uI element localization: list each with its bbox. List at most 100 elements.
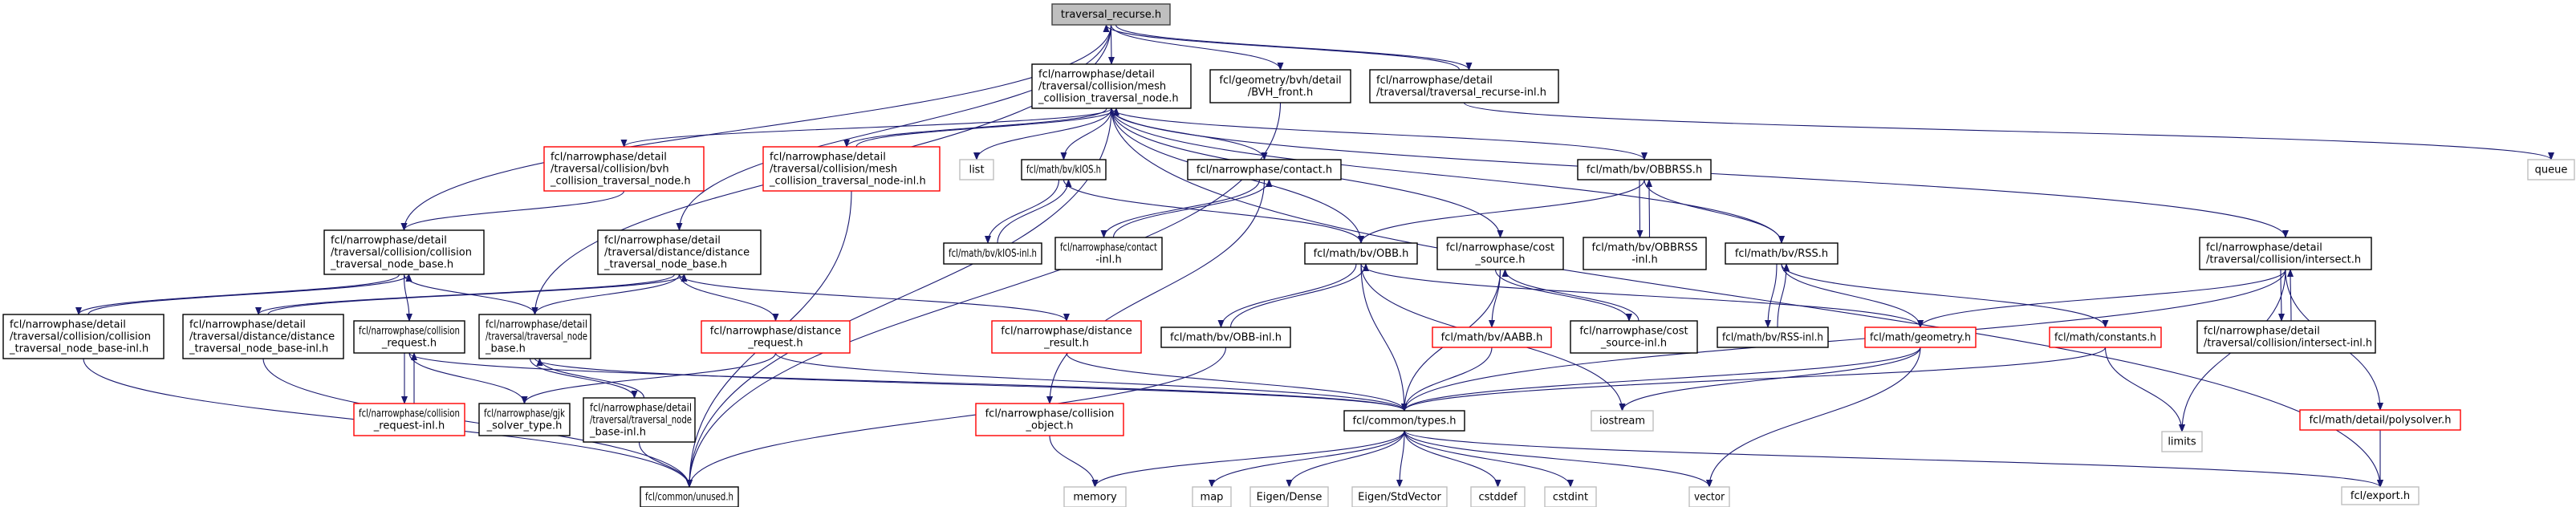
node-label-line: fcl/math/bv/RSS-inl.h xyxy=(1722,332,1823,344)
edge-ctnbinl-to-ctnb xyxy=(87,274,412,315)
graph-node-rss[interactable]: fcl/math/bv/RSS.h xyxy=(1725,242,1839,265)
node-label-line: vector xyxy=(1694,492,1725,504)
node-label-line: /traversal/collision/intersect-inl.h xyxy=(2204,338,2372,350)
node-label-line: list xyxy=(969,164,984,176)
graph-node-tnbinl[interactable]: fcl/narrowphase/detail/traversal/travers… xyxy=(583,397,696,443)
graph-node-obbrssinl[interactable]: fcl/math/bv/OBBRSS-inl.h xyxy=(1583,237,1707,270)
node-label-line: _source.h xyxy=(1474,254,1525,266)
graph-node-dres[interactable]: fcl/narrowphase/distance_result.h xyxy=(991,320,1142,354)
graph-node-kios[interactable]: fcl/math/bv/kIOS.h xyxy=(1021,159,1107,180)
graph-node-constants[interactable]: fcl/math/constants.h xyxy=(2049,327,2162,348)
edge-contactinl-to-contact xyxy=(1112,179,1273,238)
node-box xyxy=(1436,237,1564,270)
graph-node-polysolver[interactable]: fcl/math/detail/polysolver.h xyxy=(2299,409,2461,431)
node-box xyxy=(1343,410,1465,432)
node-label-line: _solver_type.h xyxy=(486,420,563,432)
node-label-line: fcl/math/bv/OBB.h xyxy=(1314,248,1409,260)
node-box xyxy=(1864,327,1977,348)
graph-node-obbinl[interactable]: fcl/math/bv/OBB-inl.h xyxy=(1160,327,1291,348)
graph-node-memory: memory xyxy=(1063,486,1127,507)
node-box xyxy=(1209,69,1351,103)
graph-node-contactinl[interactable]: fcl/narrowphase/contact-inl.h xyxy=(1054,237,1163,270)
node-label-line: fcl/narrowphase/detail xyxy=(331,235,447,247)
node-label-line: fcl/geometry/bvh/detail xyxy=(1219,75,1341,87)
node-label-line: /BVH_front.h xyxy=(1248,87,1313,99)
node-box xyxy=(2196,320,2376,354)
node-box xyxy=(353,320,465,354)
node-box xyxy=(1688,486,1730,507)
graph-node-creq[interactable]: fcl/narrowphase/collision_request.h xyxy=(353,320,465,354)
graph-node-dtnbinl[interactable]: fcl/narrowphase/detail/traversal/distanc… xyxy=(182,314,344,359)
node-label-line: fcl/narrowphase/cost xyxy=(1446,242,1554,254)
graph-node-costinl[interactable]: fcl/narrowphase/cost_source-inl.h xyxy=(1570,320,1698,354)
edge-dtnb-to-dreq xyxy=(678,274,779,322)
graph-node-rssinl[interactable]: fcl/math/bv/RSS-inl.h xyxy=(1717,327,1829,348)
edge-dtnb-to-dres xyxy=(678,274,1070,322)
edge-obbrss-to-rss xyxy=(1644,179,1785,244)
graph-node-contact[interactable]: fcl/narrowphase/contact.h xyxy=(1187,159,1342,180)
node-box xyxy=(1583,237,1707,270)
edge-intersect-to-geometry xyxy=(1917,269,2286,328)
edge-dtnb-to-tnb xyxy=(531,274,681,315)
node-label-line: fcl/narrowphase/collision xyxy=(985,408,1115,420)
edge-dres-to-types xyxy=(1066,352,1408,412)
graph-node-bvh[interactable]: fcl/narrowphase/detail/traversal/collisi… xyxy=(543,146,705,192)
graph-node-intersectinl[interactable]: fcl/narrowphase/detail/traversal/collisi… xyxy=(2196,320,2376,354)
edge-cost-to-aabb xyxy=(1489,269,1501,328)
edge-root-to-bvhfront xyxy=(1110,24,1284,71)
node-label-line: _request.h xyxy=(747,338,802,350)
graph-node-obbrss[interactable]: fcl/math/bv/OBBRSS.h xyxy=(1577,159,1712,180)
graph-node-tnb[interactable]: fcl/narrowphase/detail/traversal/travers… xyxy=(478,314,591,359)
edge-dreq-to-gjk xyxy=(521,352,777,404)
graph-node-dreq[interactable]: fcl/narrowphase/distance_request.h xyxy=(701,320,851,354)
graph-node-meshinl[interactable]: fcl/narrowphase/detail/traversal/collisi… xyxy=(762,146,941,192)
node-box xyxy=(1717,327,1829,348)
graph-node-geometry[interactable]: fcl/math/geometry.h xyxy=(1864,327,1977,348)
graph-node-dtnb[interactable]: fcl/narrowphase/detail/traversal/distanc… xyxy=(597,229,762,275)
graph-node-kiosinl[interactable]: fcl/math/bv/kIOS-inl.h xyxy=(943,242,1042,265)
graph-node-obb[interactable]: fcl/math/bv/OBB.h xyxy=(1304,242,1418,265)
edge-obbinl-to-unused xyxy=(686,347,1227,488)
node-label-line: cstdint xyxy=(1553,492,1588,504)
node-box xyxy=(2049,327,2162,348)
edge-root-to-ctnb xyxy=(400,24,1112,231)
node-box xyxy=(2,314,165,359)
node-label-line: fcl/narrowphase/gjk xyxy=(484,408,565,420)
graph-node-intersect[interactable]: fcl/narrowphase/detail/traversal/collisi… xyxy=(2199,237,2372,270)
graph-node-ctnb[interactable]: fcl/narrowphase/detail/traversal/collisi… xyxy=(323,229,485,275)
node-box xyxy=(2199,237,2372,270)
graph-node-aabb[interactable]: fcl/math/bv/AABB.h xyxy=(1432,327,1552,348)
node-box xyxy=(1187,159,1342,180)
node-box xyxy=(478,403,571,436)
edge-ctnb-to-ctnbinl xyxy=(75,274,400,315)
node-label-line: /traversal/collision/intersect.h xyxy=(2206,254,2361,266)
graph-node-bvhfront[interactable]: fcl/geometry/bvh/detail/BVH_front.h xyxy=(1209,69,1351,103)
edge-creq-to-gjk xyxy=(408,352,528,404)
edge-types-to-eigendense xyxy=(1286,430,1405,488)
graph-node-iostream: iostream xyxy=(1591,410,1654,432)
node-label-line: /traversal/collision/collision xyxy=(10,331,151,343)
node-label-line: fcl/narrowphase/collision xyxy=(359,408,460,420)
graph-node-ctnbinl[interactable]: fcl/narrowphase/detail/traversal/collisi… xyxy=(2,314,165,359)
edge-rss-to-geometry xyxy=(1781,263,1924,328)
graph-node-types[interactable]: fcl/common/types.h xyxy=(1343,410,1465,432)
node-box xyxy=(762,146,941,192)
node-label-line: fcl/math/geometry.h xyxy=(1870,332,1971,344)
graph-node-cobj[interactable]: fcl/narrowphase/collision_object.h xyxy=(975,403,1124,436)
graph-node-cost[interactable]: fcl/narrowphase/cost_source.h xyxy=(1436,237,1564,270)
node-box xyxy=(1570,320,1698,354)
edge-types-to-cstdint xyxy=(1404,430,1574,488)
node-label-line: _request.h xyxy=(381,338,437,350)
node-box xyxy=(478,314,591,359)
graph-node-recinl[interactable]: fcl/narrowphase/detail/traversal/travers… xyxy=(1369,69,1559,103)
edge-dtnbinl-to-unused xyxy=(262,358,693,488)
node-label-line: /traversal/collision/collision xyxy=(331,247,472,259)
node-box xyxy=(1160,327,1291,348)
graph-node-creqinl[interactable]: fcl/narrowphase/collision_request-inl.h xyxy=(353,403,465,436)
graph-node-gjk[interactable]: fcl/narrowphase/gjk_solver_type.h xyxy=(478,403,571,436)
graph-node-unused[interactable]: fcl/common/unused.h xyxy=(640,486,739,507)
graph-node-queue: queue xyxy=(2527,159,2575,180)
graph-node-mesh[interactable]: fcl/narrowphase/detail/traversal/collisi… xyxy=(1031,63,1192,109)
graph-node-export: fcl/export.h xyxy=(2341,486,2420,505)
